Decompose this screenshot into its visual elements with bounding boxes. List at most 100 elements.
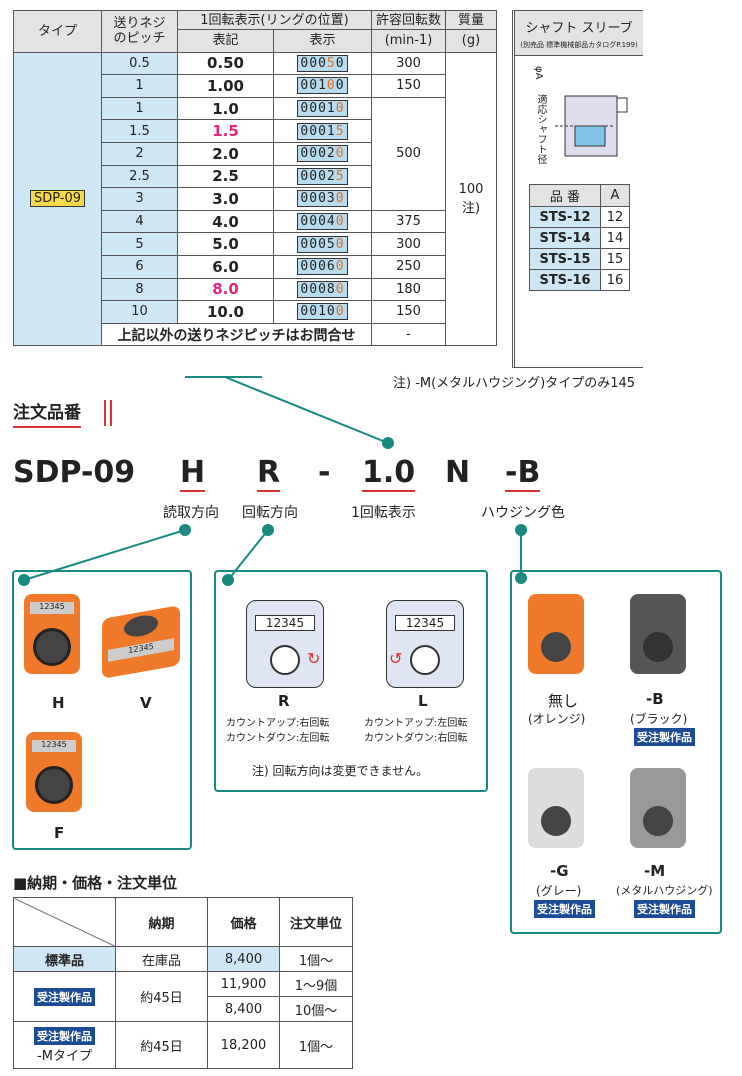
counter-digits: 0001 <box>300 123 336 139</box>
badge-b: 受注製作品 <box>634 728 695 746</box>
sleeve-a: 16 <box>600 269 630 291</box>
dial-v <box>124 613 158 639</box>
code-rot: R <box>257 455 281 492</box>
type-name: SDP-09 <box>29 190 86 208</box>
notation-cell: 10.0 <box>177 300 274 324</box>
col-rpm-unit: (min-1) <box>371 29 446 53</box>
counter-display: 00015 <box>297 122 348 140</box>
code-disp: 1.0 <box>362 455 416 492</box>
other-rpm-cell: - <box>371 322 446 347</box>
rotation-l-label: L <box>418 692 428 710</box>
housing-v-image: 12345 <box>102 605 180 679</box>
counter-digits: 0002 <box>300 146 336 162</box>
dial-l <box>410 645 440 675</box>
housing-f-image: 12345 <box>26 732 82 812</box>
price-m-price: 18,200 <box>207 1021 280 1069</box>
sleeve-part: STS-12 <box>529 206 601 228</box>
order-heading: 注文品番 <box>13 398 81 428</box>
price-table: 納期 価格 注文単位 標準品 在庫品 8,400 1個〜 受注製作品 約45日 … <box>13 897 353 1069</box>
sleeve-label-shaft: 適応シャフト径 <box>535 94 546 164</box>
sleeve-part: STS-15 <box>529 248 601 270</box>
counter-display: 00030 <box>297 190 348 208</box>
counter-r: 12345 <box>255 615 315 631</box>
notation-cell: 8.0 <box>177 277 274 302</box>
sleeve-col-a: A <box>600 184 630 207</box>
mass-cell: 100 注) <box>445 51 497 347</box>
sleeve-col-part: 品 番 <box>529 184 601 207</box>
label-rot: 回転方向 <box>242 505 298 521</box>
reading-direction-box: 12345 12345 H V 12345 F <box>12 570 192 850</box>
housing-none-sub: (オレンジ) <box>528 712 586 726</box>
housing-none-label: 無し <box>548 692 579 710</box>
price-corner <box>13 897 116 947</box>
rotation-r-label: R <box>278 692 290 710</box>
sleeve-diagram: φA 適応シャフト径 <box>515 56 643 176</box>
l-desc-down: カウントダウン:右回転 <box>364 733 468 744</box>
arrow-ccw-icon: ↺ <box>389 649 403 668</box>
counter-digits: 0005 <box>300 236 336 252</box>
other-pitch-cell: 上記以外の送りネジピッチはお問合せ <box>101 322 372 347</box>
counter-display: 00025 <box>297 167 348 185</box>
counter-f: 12345 <box>32 740 76 752</box>
col-type: タイプ <box>13 10 102 53</box>
counter-digits: 0001 <box>300 101 336 117</box>
counter-highlight: 0 <box>335 146 345 162</box>
rpm-cell: 500 <box>371 96 446 211</box>
label-disp: 1回転表示 <box>351 505 416 521</box>
type-cell: SDP-09 <box>13 51 102 347</box>
spec-table: タイプ 送りネジ のピッチ 1回転表示(リングの位置) 許容回転数 質量 表記 … <box>13 10 497 347</box>
counter-display: 00010 <box>297 100 348 118</box>
price-made-price1: 11,900 <box>207 971 280 997</box>
price-std: 標準品 <box>13 946 116 972</box>
counter-highlight: 0 <box>335 191 345 207</box>
counter-digits: 0003 <box>300 191 336 207</box>
col-mass: 質量 <box>445 10 497 30</box>
sleeve-a: 14 <box>600 227 630 249</box>
counter-highlight: 0 <box>335 101 345 117</box>
reading-v-label: V <box>140 694 152 712</box>
display-cell: 00100 <box>273 300 372 324</box>
counter-highlight: 5 <box>335 168 345 184</box>
counter-highlight: 5 <box>335 123 345 139</box>
rotation-l-desc: カウントアップ:左回転 カウントダウン:右回転 <box>364 714 467 744</box>
connector-lines <box>185 376 394 449</box>
notation-cell: 4.0 <box>177 209 274 234</box>
counter-highlight: 0 <box>335 214 345 230</box>
price-h-price: 価格 <box>207 897 280 947</box>
counter-highlight: 0 <box>335 281 345 297</box>
counter-highlight: 0 <box>326 78 336 94</box>
housing-gray-image <box>528 768 584 848</box>
col-rpm: 許容回転数 <box>371 10 446 30</box>
counter-display: 00100 <box>297 303 348 321</box>
housing-g-sub: (グレー) <box>536 884 582 898</box>
housing-m-label: -M <box>644 862 666 880</box>
dial-black <box>643 632 673 662</box>
price-h-lead: 納期 <box>115 897 208 947</box>
label-read: 読取方向 <box>163 505 219 521</box>
rotation-l-diagram: 12345 ↺ <box>386 600 464 688</box>
display-cell: 00040 <box>273 209 372 234</box>
l-desc-up: カウントアップ:左回転 <box>364 718 468 729</box>
dial-metal <box>643 806 673 836</box>
price-h-unit: 注文単位 <box>279 897 353 947</box>
spec-footnote: 注) -M(メタルハウジング)タイプのみ145 <box>393 376 636 391</box>
counter-digits: 0004 <box>300 214 336 230</box>
counter-display: 00100 <box>297 77 348 95</box>
counter-tail: 0 <box>335 78 345 94</box>
housing-color-box: 無し (オレンジ) -B (ブラック) 受注製作品 -G (グレー) 受注製作品… <box>510 570 722 934</box>
dial-orange <box>541 632 571 662</box>
price-title: ■納期・価格・注文単位 <box>13 874 178 892</box>
counter-l: 12345 <box>395 615 455 631</box>
counter-highlight: 0 <box>335 304 345 320</box>
code-read: H <box>180 455 206 492</box>
counter-display: 00050 <box>297 235 348 253</box>
badge-m: 受注製作品 <box>634 900 695 918</box>
